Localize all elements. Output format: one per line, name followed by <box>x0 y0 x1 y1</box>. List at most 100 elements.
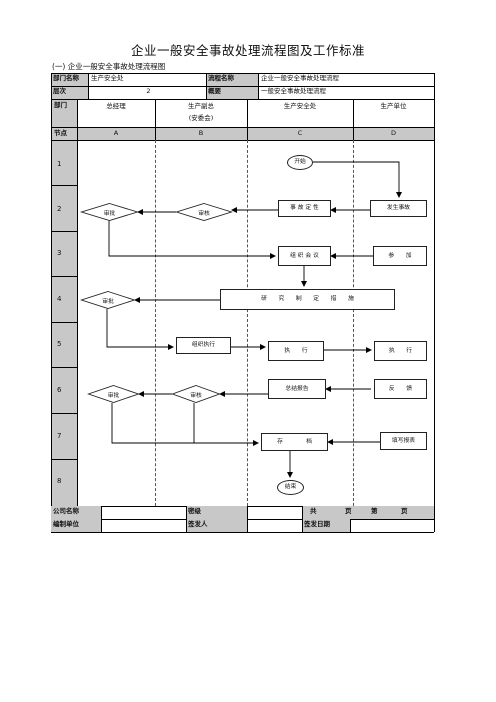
row-number: 8 <box>57 477 62 485</box>
summary-label: 概要 <box>206 86 258 99</box>
company-value <box>101 506 186 519</box>
row-divider <box>51 231 77 232</box>
review-label-2: 审核 <box>198 211 210 217</box>
row-number-bg <box>51 140 77 506</box>
execute-box-c: 执 行 <box>268 341 324 361</box>
date-value <box>350 519 434 532</box>
table-border <box>77 99 78 506</box>
row-number: 4 <box>57 295 62 303</box>
table-border <box>51 532 434 533</box>
table-border <box>101 506 102 532</box>
unit-value <box>101 519 186 532</box>
col-c-node: C <box>297 129 303 137</box>
date-label: 签发日期 <box>302 519 350 532</box>
page-total-label: 共 <box>310 507 317 515</box>
approve-diamond-6 <box>87 385 140 403</box>
determine-nature-box: 事 故 定 性 <box>278 200 331 217</box>
dept-name-value: 生产安全处 <box>91 74 124 82</box>
execute-box-d: 执 行 <box>374 341 427 361</box>
table-border <box>206 73 207 99</box>
issuer-value <box>247 519 302 532</box>
approve-label-6: 审批 <box>107 393 120 399</box>
lane-divider <box>247 140 248 506</box>
page-current-label: 第 <box>371 507 378 515</box>
fill-report-box: 填写报表 <box>380 432 427 450</box>
issuer-label: 签发人 <box>186 519 247 532</box>
summary-value: 一般安全事故处理流程 <box>261 87 326 95</box>
table-border <box>51 99 434 100</box>
occur-accident-box: 发生事故 <box>370 200 427 217</box>
col-a-name: 总经理 <box>106 102 126 110</box>
review-diamond-2 <box>174 203 234 221</box>
row-number: 5 <box>57 340 62 348</box>
row-number: 3 <box>57 249 62 257</box>
row-number: 1 <box>57 160 62 168</box>
page-count-bg <box>302 506 434 519</box>
row-number: 2 <box>57 205 62 213</box>
level-value: 2 <box>146 87 151 95</box>
table-border <box>88 73 89 99</box>
start-node: 开始 <box>287 155 313 170</box>
company-label: 公司名称 <box>51 506 101 519</box>
table-border <box>51 73 434 74</box>
node-label: 节点 <box>54 129 67 137</box>
table-border <box>155 99 156 140</box>
node-row-bg <box>51 127 434 140</box>
archive-box: 存 档 <box>261 433 328 451</box>
table-border <box>51 140 434 141</box>
approve-label-4: 审批 <box>102 299 114 305</box>
table-border <box>51 127 434 128</box>
participate-box: 参 加 <box>373 246 427 266</box>
review-diamond-6 <box>171 385 221 403</box>
arrow-approve-to-orgexec <box>106 309 174 350</box>
page-unit-2: 页 <box>401 507 408 515</box>
col-b-name2: (安委会) <box>188 114 214 122</box>
row-divider <box>51 367 77 368</box>
end-node: 结束 <box>277 480 304 495</box>
table-border <box>302 506 303 532</box>
organize-meeting-box: 组 织 会 议 <box>278 246 331 266</box>
col-d-name: 生产单位 <box>380 102 407 110</box>
col-b-node: B <box>198 129 204 137</box>
lane-divider <box>353 140 354 506</box>
table-border <box>353 99 354 140</box>
row-number: 7 <box>57 432 62 440</box>
dept-name-label: 部门名称 <box>51 73 88 86</box>
level-label: 层次 <box>51 86 88 99</box>
research-measures-box: 研 究 制 定 措 施 <box>220 289 395 310</box>
row-divider <box>51 185 77 186</box>
col-c-name: 生产安全处 <box>283 102 317 110</box>
col-b-name: 生产副总 <box>188 102 214 110</box>
table-border <box>258 73 259 99</box>
row-divider <box>51 413 77 414</box>
flow-name-label: 流程名称 <box>206 73 258 86</box>
flow-name-value: 企业一般安全事故处理流程 <box>261 74 339 82</box>
feedback-box: 反 馈 <box>374 379 427 399</box>
row-divider <box>51 322 77 323</box>
secret-value <box>247 506 302 519</box>
review-label-6: 审核 <box>190 393 202 399</box>
secret-label: 密级 <box>186 506 247 519</box>
row-divider <box>51 276 77 277</box>
table-border <box>51 86 434 87</box>
table-border <box>350 519 351 532</box>
dept-label: 部门 <box>54 101 67 109</box>
table-border <box>434 73 435 532</box>
col-a-node: A <box>113 129 119 137</box>
page-unit-1: 页 <box>345 507 352 515</box>
arrow-start-to-occur <box>313 161 402 198</box>
col-d-node: D <box>390 129 396 137</box>
row-divider <box>51 459 77 460</box>
table-border <box>247 506 248 532</box>
arrow-approve-to-organize <box>108 221 276 259</box>
approve-diamond-4 <box>80 291 136 309</box>
lane-divider <box>155 140 156 506</box>
row-number: 6 <box>57 386 62 394</box>
summary-report-box: 总结报告 <box>268 379 326 399</box>
arrow-approve-to-archive <box>111 403 259 446</box>
page-title: 企业一般安全事故处理流程图及工作标准 <box>130 43 365 58</box>
page-subtitle: (一) 企业一般安全事故处理流程图 <box>52 62 166 71</box>
table-border <box>247 99 248 140</box>
table-border <box>186 506 187 532</box>
